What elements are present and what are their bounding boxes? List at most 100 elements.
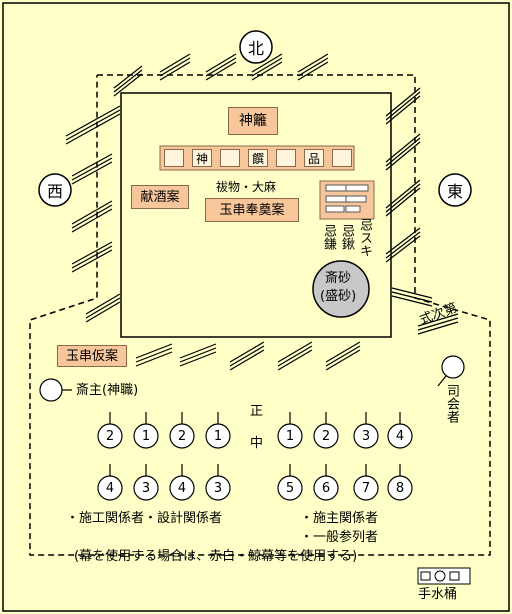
shikaisha-pointer: [437, 375, 447, 387]
sakaki-stand-line: [179, 347, 217, 363]
offering-cell: [220, 149, 240, 167]
seat-number: 2: [177, 428, 187, 444]
sakaki-stand-line: [159, 61, 191, 81]
offering-cell: 品: [304, 149, 324, 167]
imisuki-label: 忌スキ: [357, 218, 372, 257]
sakaki-stand-line: [229, 341, 265, 363]
seat-number: 4: [395, 428, 405, 444]
saisha-label-1: 斎砂: [325, 271, 352, 286]
sakaki-stand-line: [85, 293, 121, 315]
center-label-1: 正: [250, 404, 264, 419]
sakaki-stand-line: [277, 345, 313, 367]
sakaki-stand-line: [65, 113, 121, 145]
west-circle: [38, 173, 72, 207]
sakaki-stand-line: [179, 351, 217, 367]
seat-number: 7: [361, 480, 371, 496]
shikaisha-label: 司会者: [444, 384, 459, 423]
sakaki-stand-line: [85, 301, 121, 323]
sakaki-stand-line: [113, 69, 143, 93]
temizuoke-cell: [420, 571, 431, 581]
sakaki-stand-line: [71, 153, 113, 177]
sakaki-stand-line: [251, 53, 283, 73]
saishu-label: 斎主(神職): [76, 383, 139, 398]
east-circle: [438, 173, 472, 207]
sakaki-stand-line: [71, 245, 113, 269]
sakaki-stand-line: [65, 109, 121, 141]
north-circle: [239, 30, 273, 64]
seat-number: 6: [321, 480, 331, 496]
sakaki-stand-line: [385, 141, 421, 171]
temizuoke-label: 手水桶: [418, 587, 458, 602]
seat-number: 1: [285, 428, 295, 444]
sakaki-stand-line: [385, 95, 421, 125]
sakaki-stand-line: [325, 341, 361, 363]
sakaki-stand-line: [417, 321, 459, 335]
sakaki-stand-line: [391, 295, 433, 307]
seat-number: 2: [105, 428, 115, 444]
seat-number: 4: [177, 480, 187, 496]
sakaki-stand-line: [135, 343, 173, 359]
offering-cell: [276, 149, 296, 167]
haraemono-label: 祓物・大麻: [216, 180, 277, 194]
sakaki-stand-line: [297, 57, 329, 77]
sakaki-stand-line: [385, 227, 421, 255]
offerings-row: 神饌品: [164, 149, 352, 167]
offering-cell: 饌: [248, 149, 268, 167]
sakaki-stand-line: [65, 105, 121, 137]
east-label: 東: [446, 182, 463, 201]
sakaki-stand-line: [159, 53, 191, 73]
sakaki-stand-line: [205, 57, 237, 77]
sakaki-stand-line: [71, 241, 113, 265]
sakaki-stand-line: [385, 187, 421, 217]
sakaki-stand-line: [325, 345, 361, 367]
left-group-label: ・施工関係者・設計関係者: [66, 511, 223, 526]
seat-number: 8: [395, 480, 405, 496]
sakaki-stand-line: [251, 61, 283, 81]
west-label: 西: [46, 182, 63, 201]
imikama-label: 忌鎌: [321, 224, 336, 250]
offering-cell: [164, 149, 184, 167]
temizuoke-cell: [449, 571, 460, 581]
sakaki-stand-line: [325, 349, 361, 371]
seat-number: 2: [321, 428, 331, 444]
sakaki-stand-line: [205, 61, 237, 81]
sakaki-stand-line: [385, 137, 421, 167]
imikuwa-label: 忌鍬: [339, 224, 354, 250]
right-group-label-2: ・一般参列者: [300, 530, 379, 545]
sakaki-stand-line: [277, 341, 313, 363]
sakaki-stand-line: [135, 347, 173, 363]
sakaki-stand-line: [229, 349, 265, 371]
sakaki-stand-line: [71, 161, 113, 185]
center-label-2: 中: [250, 436, 264, 451]
sakaki-stand-line: [417, 313, 459, 327]
sakaki-stands: [65, 53, 459, 371]
tamagushi-hoten-box: 玉串奉奠案: [205, 198, 299, 222]
seat-number: 1: [141, 428, 151, 444]
sakaki-stand-line: [277, 349, 313, 371]
saishu-circle: [39, 378, 63, 402]
seats: [97, 412, 413, 501]
saisha-label-2: (盛砂): [320, 289, 357, 304]
sakaki-stand-line: [251, 57, 283, 77]
sakaki-stand-line: [417, 317, 459, 331]
shinsen-box: 神籬: [228, 107, 278, 135]
sakaki-stand-line: [135, 351, 173, 367]
seat-number: 5: [285, 480, 295, 496]
seat-number: 3: [141, 480, 151, 496]
sakaki-stand-line: [85, 297, 121, 319]
sakaki-stand-line: [391, 287, 433, 299]
tamagushi-karian-box: 玉串仮案: [57, 345, 127, 367]
kenshuan-box: 献酒案: [131, 185, 189, 209]
offering-cell: 神: [192, 149, 212, 167]
sakaki-stand-line: [71, 208, 113, 233]
sakaki-stand-line: [113, 73, 143, 97]
sakaki-stand-line: [385, 133, 421, 163]
sakaki-stand-line: [385, 183, 421, 213]
sakaki-stand-line: [297, 53, 329, 73]
sakaki-stand-line: [385, 91, 421, 121]
sakaki-stand-line: [71, 200, 113, 225]
sakaki-stand-line: [385, 87, 421, 117]
sakaki-stand-line: [385, 235, 421, 263]
